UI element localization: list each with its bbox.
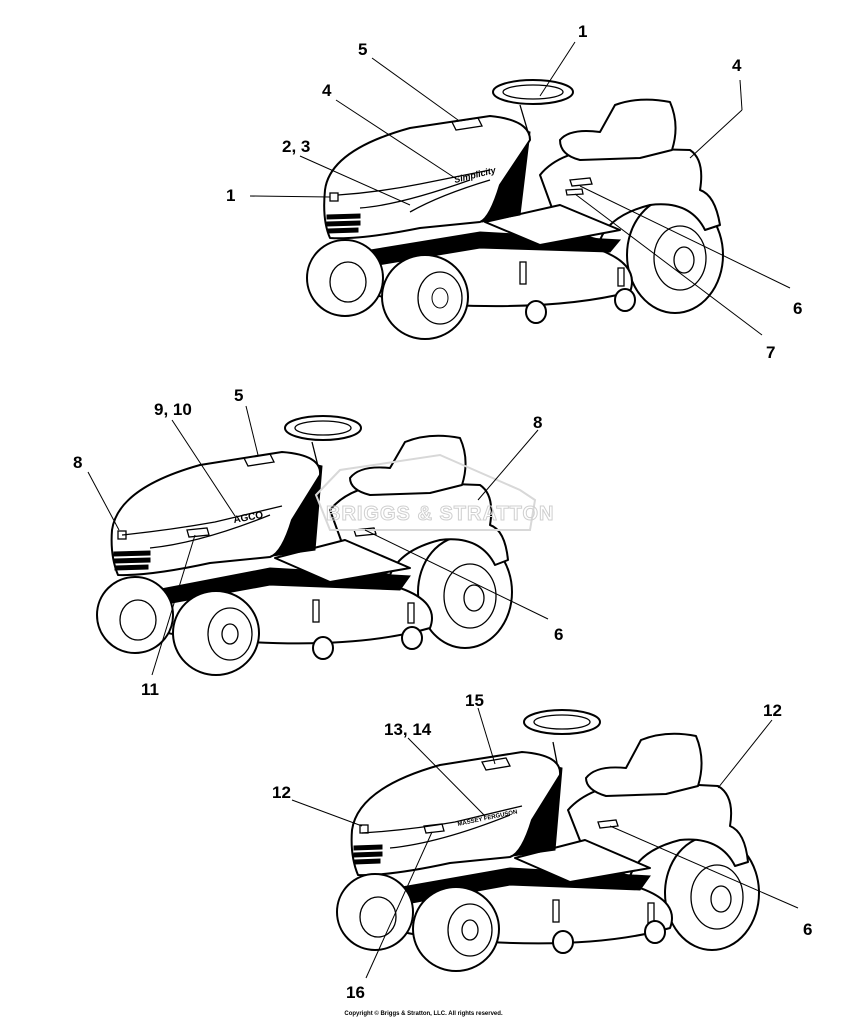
callout-label: 15 [465,691,484,710]
callout-label: 8 [73,453,82,472]
callout-label: 12 [272,783,291,802]
copyright-notice: Copyright © Briggs & Stratton, LLC. All … [344,1011,503,1017]
callout-label: 11 [141,680,159,699]
callout-label: 16 [346,983,365,1002]
mower-illustration-1 [306,79,724,340]
callout-label: 4 [732,56,742,75]
mower-illustration-2 [96,415,513,676]
mower-illustration-3 [336,709,760,972]
callout-label: 8 [533,413,542,432]
callout-label: 6 [554,625,563,644]
callout-leaders-3 [291,707,799,979]
callout-leaders-2 [87,405,549,676]
callout-label: 6 [793,299,802,318]
callout-label: 2, 3 [282,137,310,156]
agco-logo: AGCO [233,510,265,526]
callout-label: 1 [226,186,235,205]
callout-label: 5 [234,386,243,405]
callout-leaders-1 [249,41,791,336]
callout-label: 13, 14 [384,720,432,739]
callout-label: 1 [578,22,587,41]
svg-text:BRIGGS & STRATTON: BRIGGS & STRATTON [326,503,554,525]
callout-label: 7 [766,343,775,362]
callout-label: 5 [358,40,367,59]
callout-label: 6 [803,920,812,939]
watermark-logo: BRIGGS & STRATTON [314,453,554,531]
callout-label: 12 [763,701,782,720]
callout-label: 4 [322,81,332,100]
callout-label: 9, 10 [154,400,192,419]
